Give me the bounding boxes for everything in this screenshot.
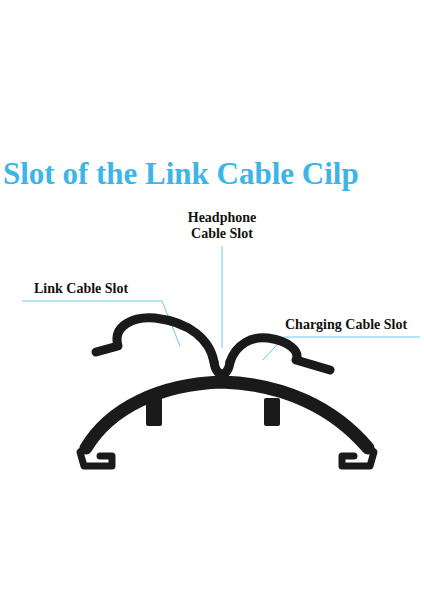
headphone-slot — [214, 362, 230, 374]
diagram-title: Slot of the Link Cable Cilp — [3, 156, 359, 192]
clip-arch — [86, 382, 368, 448]
clip-foot — [342, 448, 374, 466]
charging-cable-hook — [230, 338, 330, 370]
link-slot-label: Link Cable Slot — [34, 281, 128, 297]
leader-lines — [22, 246, 420, 360]
link-cable-hook — [96, 318, 214, 362]
charging-slot-label: Charging Cable Slot — [285, 317, 407, 333]
clip-foot — [80, 448, 112, 466]
headphone-slot-label: Headphone Cable Slot — [177, 210, 267, 242]
leader-line — [222, 246, 223, 348]
clip-tabs — [146, 398, 280, 426]
leader-line — [22, 301, 180, 346]
clip-tab — [146, 398, 162, 426]
clip-tab — [264, 398, 280, 426]
clip-body — [80, 318, 374, 466]
